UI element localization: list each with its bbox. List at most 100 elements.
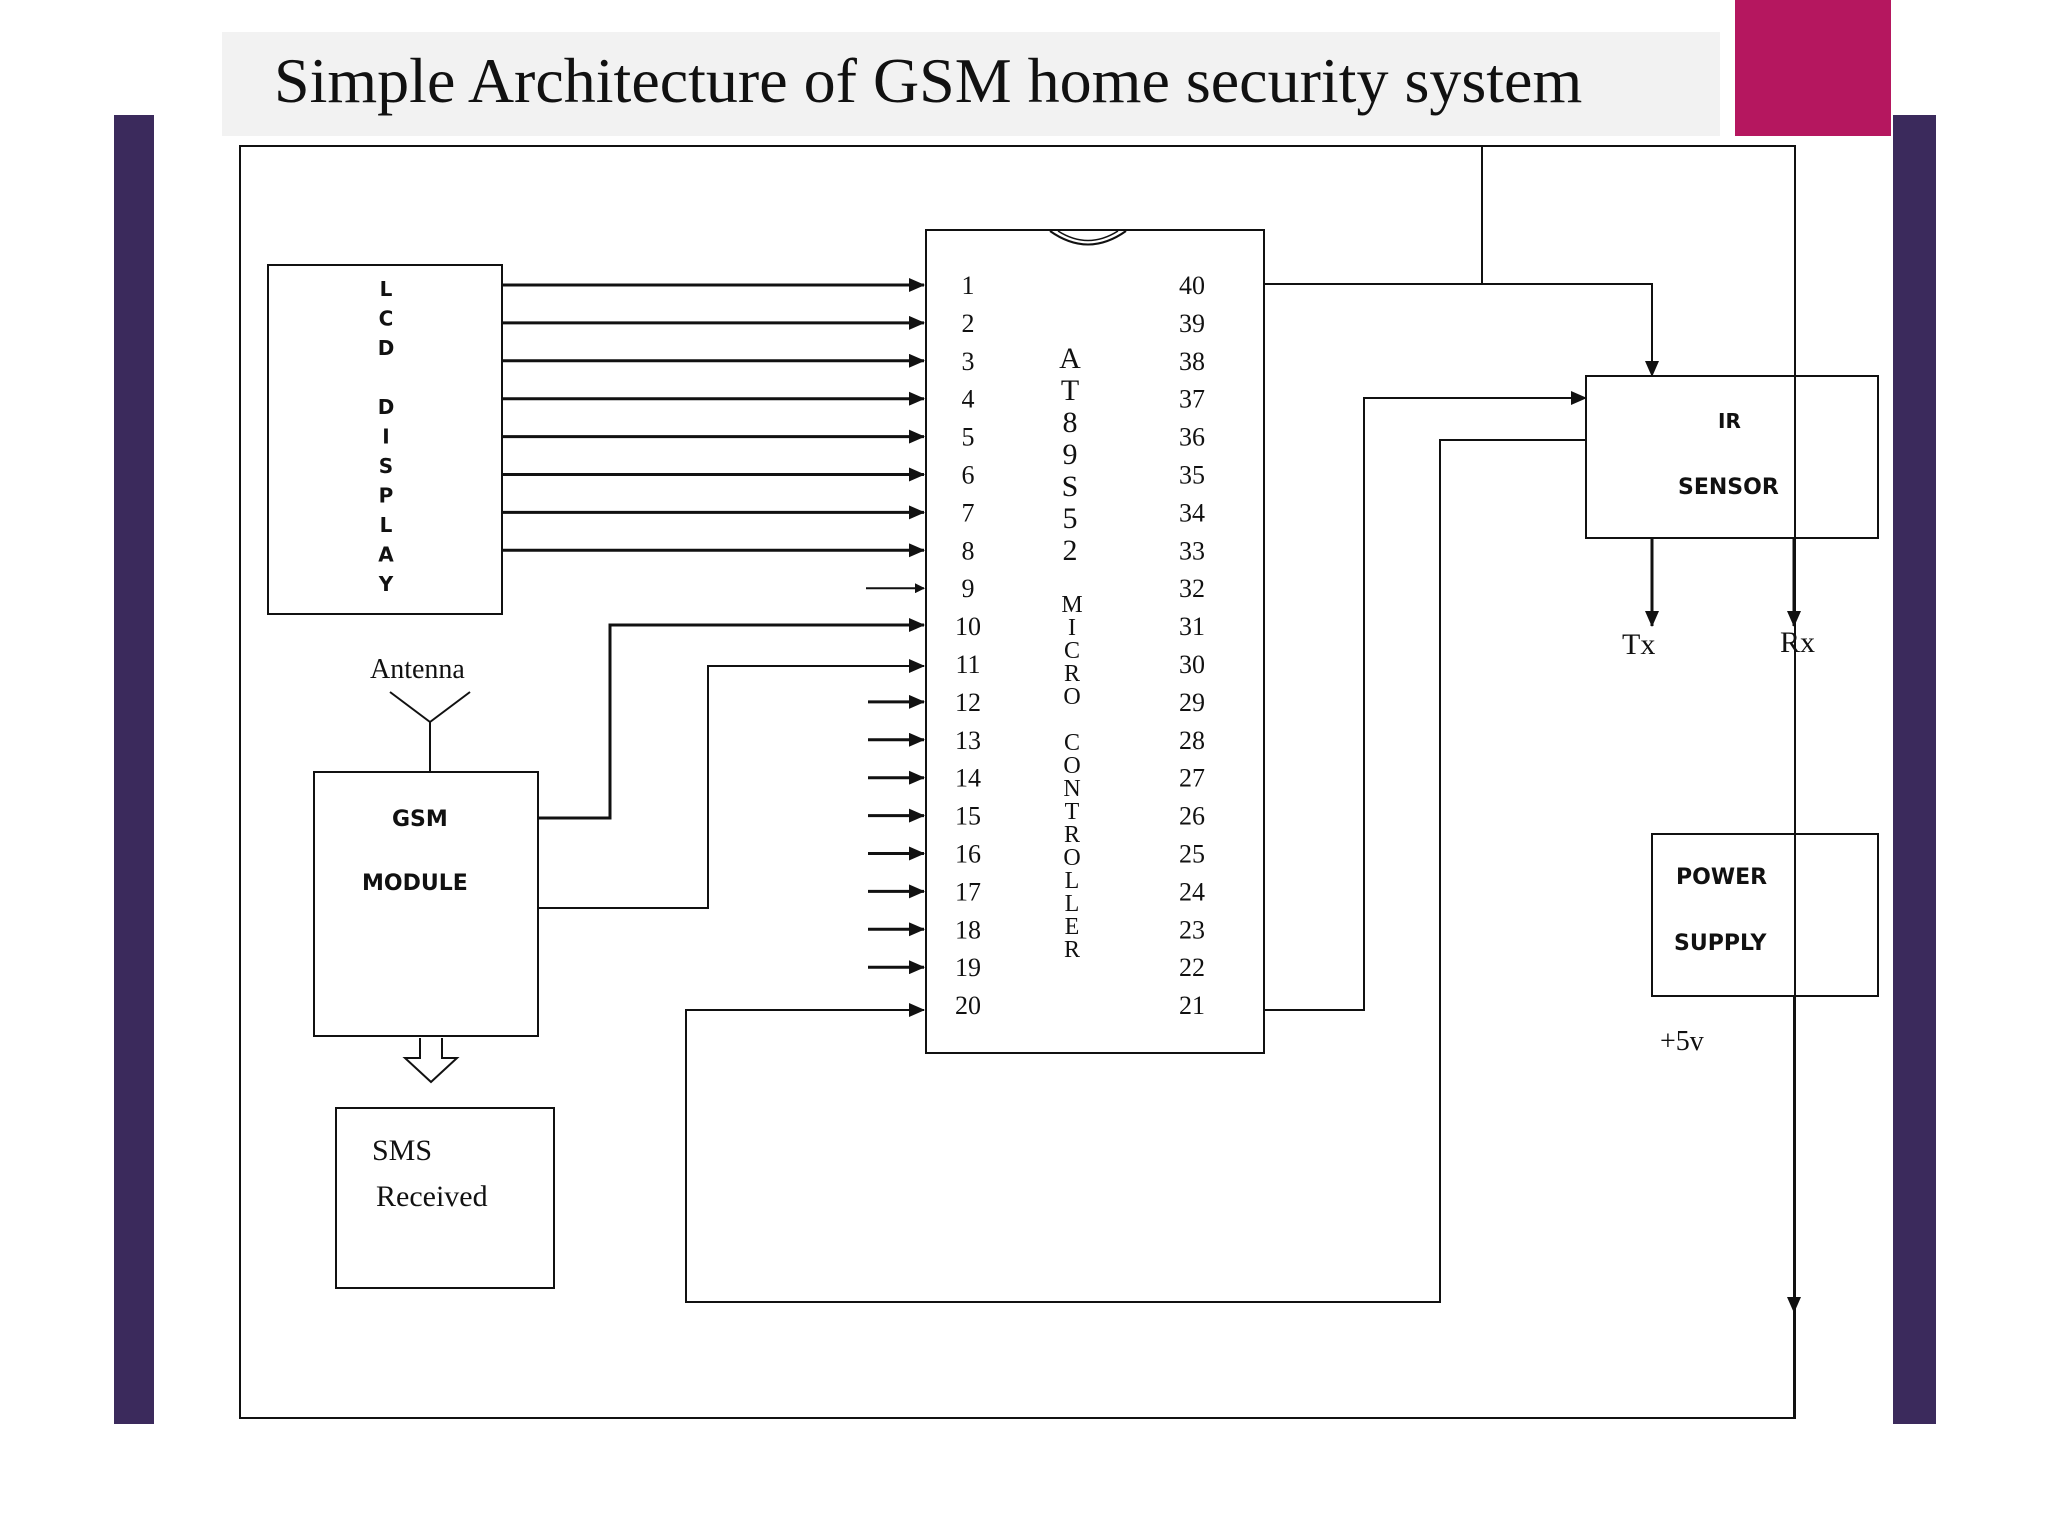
pin-left-label: 10	[955, 612, 981, 641]
mcu-letter-a: 8	[1063, 406, 1078, 439]
pin-right-label: 27	[1179, 764, 1205, 793]
lcd-letter: Y	[378, 572, 394, 596]
mcu-letter-b: O	[1063, 845, 1080, 871]
pin-left-label: 6	[962, 461, 975, 490]
mcu-letter-b: L	[1065, 891, 1080, 917]
lcd-letter: C	[379, 307, 394, 331]
pin-right-label: 38	[1179, 347, 1205, 376]
pin-left-label: 12	[955, 688, 981, 717]
pin-right-label: 34	[1179, 498, 1205, 527]
mcu-letter-b: C	[1064, 730, 1080, 756]
gsm-label-line2: MODULE	[362, 871, 468, 896]
lcd-letter: D	[378, 336, 395, 360]
mcu-letter-b: O	[1063, 753, 1080, 779]
mcu-letter-a: 5	[1063, 502, 1078, 535]
voltage-label: +5v	[1660, 1026, 1704, 1057]
frame-right-bar	[1893, 115, 1936, 1424]
wire-gsm-pin10	[538, 618, 925, 820]
mcu-letter-b: M	[1061, 592, 1082, 618]
pin-right-label: 40	[1179, 271, 1205, 300]
pin-right-label: 25	[1179, 840, 1205, 869]
pin-right-label: 29	[1179, 688, 1205, 717]
pin-right-label: 37	[1179, 385, 1205, 414]
pin-left-label: 11	[955, 650, 980, 679]
mcu-letter-b: E	[1065, 914, 1080, 940]
pin-right-label: 21	[1179, 991, 1205, 1020]
power-supply-box	[1651, 833, 1879, 997]
lcd-letter: D	[378, 395, 395, 419]
pin-left-label: 7	[962, 498, 975, 527]
mcu-letter-a: 2	[1063, 534, 1078, 567]
mcu-letter-b: R	[1064, 822, 1080, 848]
pin-right-label: 35	[1179, 461, 1205, 490]
lcd-letter: S	[379, 454, 393, 478]
pin-left-label: 14	[955, 764, 981, 793]
pin-left-label: 16	[955, 840, 981, 869]
mcu-letter-b: R	[1064, 937, 1080, 963]
microcontroller-box	[925, 229, 1265, 1054]
lcd-display-box	[267, 264, 503, 615]
antenna-symbol-left	[389, 691, 431, 723]
accent-square	[1735, 0, 1891, 136]
mcu-letter-b: O	[1063, 684, 1080, 710]
mcu-letter-b: C	[1064, 638, 1080, 664]
pin-right-label: 23	[1179, 915, 1205, 944]
title-bar	[222, 32, 1720, 136]
pin-left-label: 20	[955, 991, 981, 1020]
pin-right-label: 39	[1179, 309, 1205, 338]
pin-right-label: 32	[1179, 574, 1205, 603]
sms-label-line1: SMS	[372, 1134, 432, 1167]
ir-sensor-box	[1585, 375, 1879, 539]
pin-left-label: 15	[955, 802, 981, 831]
chip-notch	[1049, 230, 1127, 246]
pin-right-label: 33	[1179, 536, 1205, 565]
mcu-letter-a: S	[1062, 470, 1079, 503]
pin-left-label: 9	[962, 574, 975, 603]
pin-right-label: 31	[1179, 612, 1205, 641]
pin-left-label: 1	[962, 271, 975, 300]
mcu-letter-a: 9	[1063, 438, 1078, 471]
pin-left-label: 18	[955, 915, 981, 944]
mcu-letter-b: T	[1065, 799, 1080, 825]
wire-gsm-pin11	[538, 659, 925, 909]
tx-label: Tx	[1622, 628, 1655, 661]
mcu-letter-b: L	[1065, 868, 1080, 894]
wire-pin40-ir	[1264, 283, 1659, 377]
lcd-letter: P	[379, 484, 394, 508]
slide-title: Simple Architecture of GSM home security…	[274, 45, 1583, 116]
sms-label-line2: Received	[376, 1180, 488, 1213]
mcu-letter-a: A	[1059, 342, 1081, 375]
pin-left-label: 13	[955, 726, 981, 755]
pin-left-label: 17	[955, 877, 981, 906]
gsm-module-box	[313, 771, 539, 1037]
power-label-line2: SUPPLY	[1674, 931, 1768, 956]
mcu-letter-b: R	[1064, 661, 1080, 687]
ir-label-line2: SENSOR	[1678, 475, 1779, 500]
wire-ir-pin20	[685, 439, 1586, 1303]
pin-left-label: 3	[962, 347, 975, 376]
lcd-letter: L	[380, 513, 393, 537]
mcu-letter-a: T	[1061, 374, 1079, 407]
lcd-letter: L	[380, 277, 393, 301]
gsm-label-line1: GSM	[392, 807, 448, 832]
pin-left-label: 5	[962, 423, 975, 452]
pin-arrows	[502, 278, 925, 975]
pin-left-label: 8	[962, 536, 975, 565]
mcu-letter-b: I	[1068, 615, 1076, 641]
pin-right-label: 30	[1179, 650, 1205, 679]
rx-label: Rx	[1780, 626, 1815, 659]
pin-left-label: 19	[955, 953, 981, 982]
pin-left-label: 4	[962, 385, 975, 414]
pin-right-label: 22	[1179, 953, 1205, 982]
mcu-letter-b: N	[1063, 776, 1080, 802]
pin-right-label: 24	[1179, 877, 1205, 906]
ir-label-line1: IR	[1718, 409, 1741, 433]
lcd-letter: I	[382, 425, 389, 449]
